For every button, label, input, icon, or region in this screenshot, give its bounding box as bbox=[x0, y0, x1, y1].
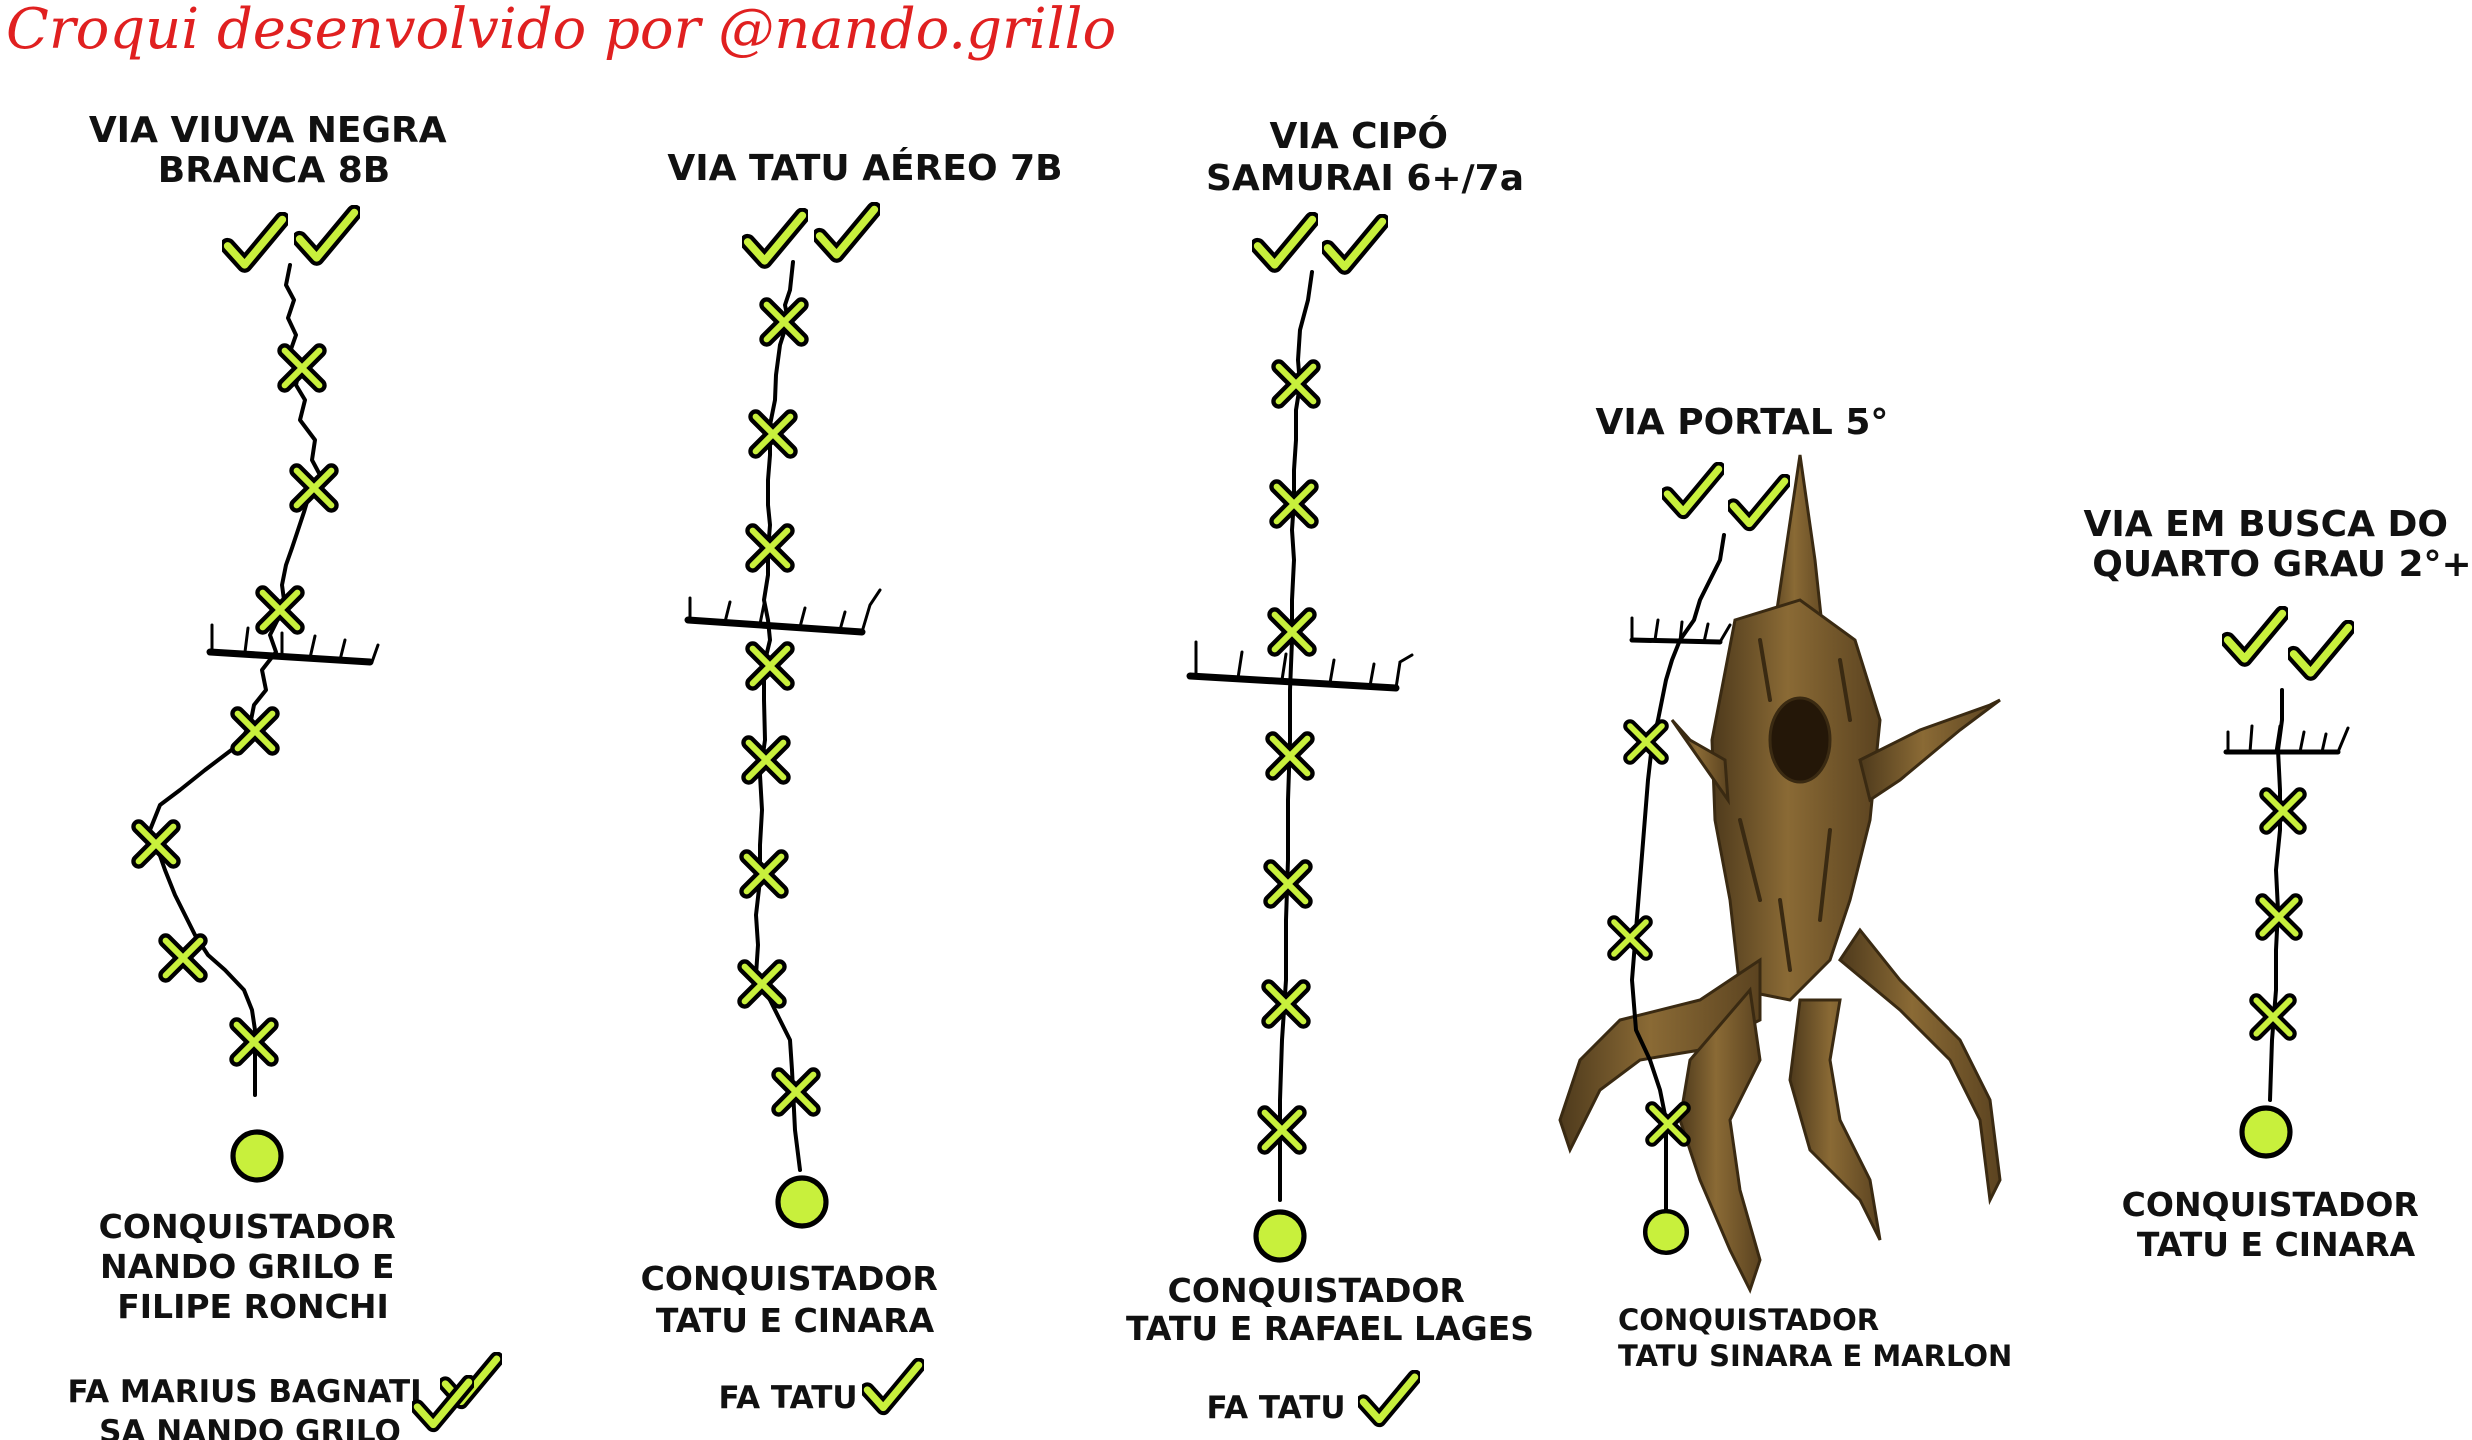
route-3-title: VIA CIPÓ SAMURAI 6+/7a bbox=[1206, 115, 1524, 199]
route-2-title-line-1: VIA TATU AÉREO 7B bbox=[667, 147, 1062, 189]
check-icon bbox=[300, 213, 355, 258]
bolt-icon bbox=[166, 941, 201, 976]
route-5-title-line-2: QUARTO GRAU 2°+ bbox=[2092, 544, 2471, 585]
route-1-title: VIA VIUVA NEGRA BRANCA 8B bbox=[89, 110, 459, 191]
ledge-icon bbox=[1186, 672, 1400, 692]
route-5-conquistador-line-1: CONQUISTADOR bbox=[2122, 1185, 2419, 1224]
credit-text: Croqui desenvolvido por @nando.grillo bbox=[6, 0, 1116, 62]
check-icon bbox=[867, 1365, 918, 1408]
route-2-conquistador-line-1: CONQUISTADOR bbox=[641, 1259, 938, 1298]
ledge-icon bbox=[684, 616, 866, 636]
anchor-icon bbox=[778, 1178, 826, 1226]
anchor-icon bbox=[233, 1132, 281, 1180]
route-1: VIA VIUVA NEGRA BRANCA 8B CONQUISTADOR N… bbox=[67, 110, 496, 1440]
ledge-icon bbox=[206, 648, 374, 666]
ledge-icon bbox=[1194, 640, 1414, 690]
bolt-icon bbox=[1614, 922, 1646, 954]
route-5-title-line-1: VIA EM BUSCA DO bbox=[2083, 504, 2448, 545]
check-icon bbox=[2294, 628, 2349, 673]
route-1-title-line-1: VIA VIUVA NEGRA bbox=[89, 110, 447, 151]
route-1-ascent-2: SA NANDO GRILO bbox=[99, 1414, 401, 1440]
ledge-icon bbox=[1629, 637, 1723, 645]
route-5-conquistador: CONQUISTADOR TATU E CINARA bbox=[2122, 1185, 2431, 1264]
check-icon bbox=[2228, 614, 2283, 659]
check-icon bbox=[1328, 222, 1383, 267]
bolt-icon bbox=[779, 1075, 814, 1110]
bolt-icon bbox=[297, 471, 332, 506]
route-1-conquistador-line-2: NANDO GRILO E bbox=[100, 1247, 394, 1286]
route-3-title-line-2: SAMURAI 6+/7a bbox=[1206, 158, 1524, 199]
route-1-ascents: FA MARIUS BAGNATI SA NANDO GRILO bbox=[67, 1374, 432, 1440]
route-1-conquistador: CONQUISTADOR NANDO GRILO E FILIPE RONCHI bbox=[99, 1207, 408, 1326]
route-1-title-line-2: BRANCA 8B bbox=[158, 150, 390, 191]
route-1-line bbox=[148, 263, 322, 1097]
bolt-icon bbox=[139, 827, 174, 862]
route-3-title-line-1: VIA CIPÓ bbox=[1270, 115, 1448, 157]
route-2-ascent-1: FA TATU bbox=[718, 1380, 857, 1416]
ledge-icon bbox=[2226, 724, 2350, 754]
tree-image bbox=[1558, 454, 2002, 1294]
bolt-icon bbox=[285, 351, 320, 386]
bolt-icon bbox=[753, 649, 788, 684]
check-icon bbox=[820, 210, 875, 255]
bolt-icon bbox=[749, 743, 784, 778]
route-5-conquistador-line-2: TATU E CINARA bbox=[2137, 1225, 2416, 1264]
route-1-ascent-1: FA MARIUS BAGNATI bbox=[67, 1374, 421, 1410]
check-icon bbox=[1667, 469, 1718, 512]
check-icon bbox=[1733, 481, 1784, 524]
route-2-conquistador: CONQUISTADOR TATU E CINARA bbox=[641, 1259, 950, 1340]
route-2-line bbox=[754, 260, 802, 1172]
route-3-conquistador: CONQUISTADOR TATU E RAFAEL LAGES bbox=[1126, 1271, 1534, 1348]
route-1-conquistador-line-3: FILIPE RONCHI bbox=[117, 1287, 389, 1326]
ledge-icon bbox=[1630, 616, 1732, 644]
bolt-icon bbox=[238, 714, 273, 749]
bolt-icon bbox=[1279, 367, 1314, 402]
bolt-icon bbox=[1630, 726, 1662, 758]
route-3-ascent-1: FA TATU bbox=[1206, 1390, 1345, 1426]
anchor-icon bbox=[1256, 1212, 1304, 1260]
bolt-icon bbox=[745, 967, 780, 1002]
anchor-icon bbox=[2242, 1108, 2290, 1156]
route-4-title: VIA PORTAL 5° bbox=[1596, 402, 1889, 443]
route-2-title: VIA TATU AÉREO 7B bbox=[667, 147, 1062, 189]
bolt-icon bbox=[2266, 794, 2299, 827]
route-3: VIA CIPÓ SAMURAI 6+/7a CONQUISTADOR TATU… bbox=[1126, 115, 1534, 1426]
route-4-conquistador-line-2: TATU SINARA E MARLON bbox=[1618, 1339, 2012, 1373]
route-1-conquistador-line-1: CONQUISTADOR bbox=[99, 1207, 396, 1246]
route-5: VIA EM BUSCA DO QUARTO GRAU 2°+ CONQUIST… bbox=[2083, 504, 2471, 1264]
bolt-icon bbox=[756, 417, 791, 452]
check-icon bbox=[1363, 1377, 1414, 1420]
route-2-conquistador-line-2: TATU E CINARA bbox=[656, 1301, 935, 1340]
check-icon bbox=[748, 216, 803, 261]
route-2: VIA TATU AÉREO 7B CONQUISTADOR TATU E CI… bbox=[641, 147, 1063, 1416]
ledge-icon bbox=[210, 623, 380, 664]
check-icon bbox=[1258, 220, 1313, 265]
route-3-conquistador-line-1: CONQUISTADOR bbox=[1168, 1271, 1465, 1310]
ledge-icon bbox=[688, 588, 882, 634]
anchor-icon bbox=[1645, 1211, 1687, 1253]
route-5-title: VIA EM BUSCA DO QUARTO GRAU 2°+ bbox=[2083, 504, 2471, 585]
bolt-icon bbox=[747, 857, 782, 892]
route-4-conquistador: CONQUISTADOR TATU SINARA E MARLON bbox=[1618, 1303, 2012, 1373]
bolt-icon bbox=[263, 593, 298, 628]
route-4-conquistador-line-1: CONQUISTADOR bbox=[1618, 1303, 1879, 1337]
route-4: VIA PORTAL 5° bbox=[1558, 402, 2012, 1373]
check-icon bbox=[228, 220, 283, 265]
route-3-conquistador-line-2: TATU E RAFAEL LAGES bbox=[1126, 1309, 1534, 1348]
